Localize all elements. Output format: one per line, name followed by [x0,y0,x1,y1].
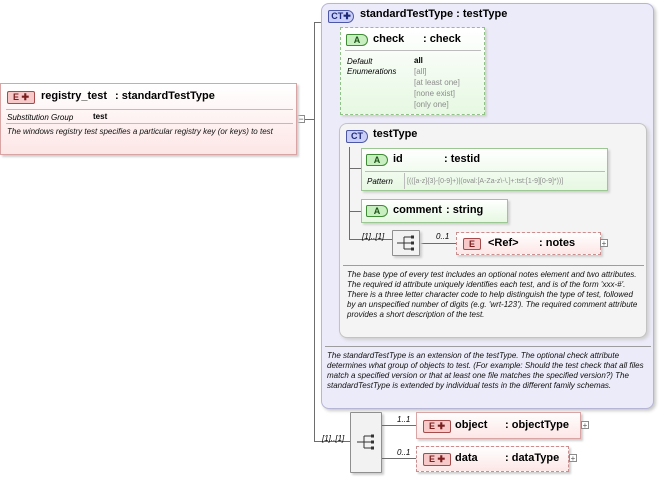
divider [404,173,405,189]
object-name: object [455,419,488,431]
ref-name: <Ref> [488,237,519,249]
subst-label: Substitution Group [7,113,74,122]
divider [6,123,293,124]
data-cardinality: 0..1 [397,448,411,457]
expand-icon[interactable]: + [581,421,589,430]
collapse-icon[interactable]: − [297,114,305,124]
enum-value: [at least one] [414,78,460,87]
collapse-glyph: − [298,114,304,124]
attribute-icon: A [346,34,368,46]
divider [345,50,481,51]
sequence-cardinality: [1]..[1] [322,434,345,443]
sequence-compositor[interactable] [350,412,382,473]
expand-icon[interactable]: + [569,454,577,463]
test-ct-documentation: The base type of every test includes an … [347,270,638,319]
connector [305,119,315,120]
connector [314,22,322,23]
complex-type-icon: CT [346,130,368,143]
data-type: : dataType [505,452,560,464]
id-name: id [393,153,403,165]
object-type: : objectType [505,419,569,431]
default-label: Default [347,57,373,66]
id-type: : testid [444,153,481,165]
object-element-box[interactable]: E ✚ object : objectType [416,412,581,439]
enum-value: [all] [414,67,427,76]
check-attribute-box[interactable]: A check : check Default all Enumerations… [340,27,485,115]
id-attribute-box[interactable]: A id : testid Pattern [(([a-z]{3}-[0-9]+… [361,148,608,191]
divider [325,346,651,347]
check-type: : check [423,33,461,45]
sequence-compositor[interactable] [392,230,420,256]
connector [349,168,361,169]
complex-type-icon: CT✚ [328,10,354,23]
pattern-value: [(([a-z]{3}-[0-9]+)|(oval:[A-Za-z\-\.]+:… [407,178,564,185]
comment-type: : string [446,204,484,216]
sequence-icon [357,434,374,450]
ref-cardinality: 0..1 [436,232,450,241]
sequence-icon [397,235,414,251]
connector [382,458,416,459]
attribute-icon: A [366,205,388,217]
default-value: all [414,56,423,65]
subst-value: test [93,112,108,121]
test-ct-title: testType [373,128,418,140]
connector [314,22,315,442]
check-name: check [373,33,405,45]
divider [343,265,644,266]
connector [382,425,416,426]
root-documentation: The windows registry test specifies a pa… [7,127,273,136]
connector [420,243,456,244]
enumerations-label: Enumerations [347,67,397,76]
connector [349,211,361,212]
root-type: : standardTestType [115,90,215,102]
attribute-icon: A [366,154,388,166]
enum-value: [none exist] [414,89,455,98]
ref-type: : notes [539,237,576,249]
comment-attribute-box[interactable]: A comment : string [361,199,508,223]
standard-ct-documentation: The standardTestType is an extension of … [327,351,644,390]
enum-value: [only one] [414,100,449,109]
element-icon: E ✚ [423,420,451,433]
connector [314,441,351,442]
connector [349,239,392,240]
divider [365,171,605,172]
root-name: registry_test [41,90,108,102]
sequence-cardinality: [1]..[1] [362,232,385,241]
root-element-box[interactable]: E ✚ registry_test : standardTestType Sub… [0,83,297,155]
standard-ct-title: standardTestType : testType [360,8,508,20]
comment-name: comment [393,204,442,216]
divider [6,109,293,110]
pattern-label: Pattern [367,177,393,186]
notes-ref-box[interactable]: E <Ref> : notes [456,232,601,255]
connector [349,147,350,239]
element-icon: E ✚ [7,91,35,104]
element-icon: E [463,238,481,250]
expand-icon[interactable]: + [600,239,608,248]
data-element-box[interactable]: E ✚ data : dataType [416,446,569,472]
data-name: data [455,452,478,464]
element-icon: E ✚ [423,453,451,466]
object-cardinality: 1..1 [397,415,411,424]
